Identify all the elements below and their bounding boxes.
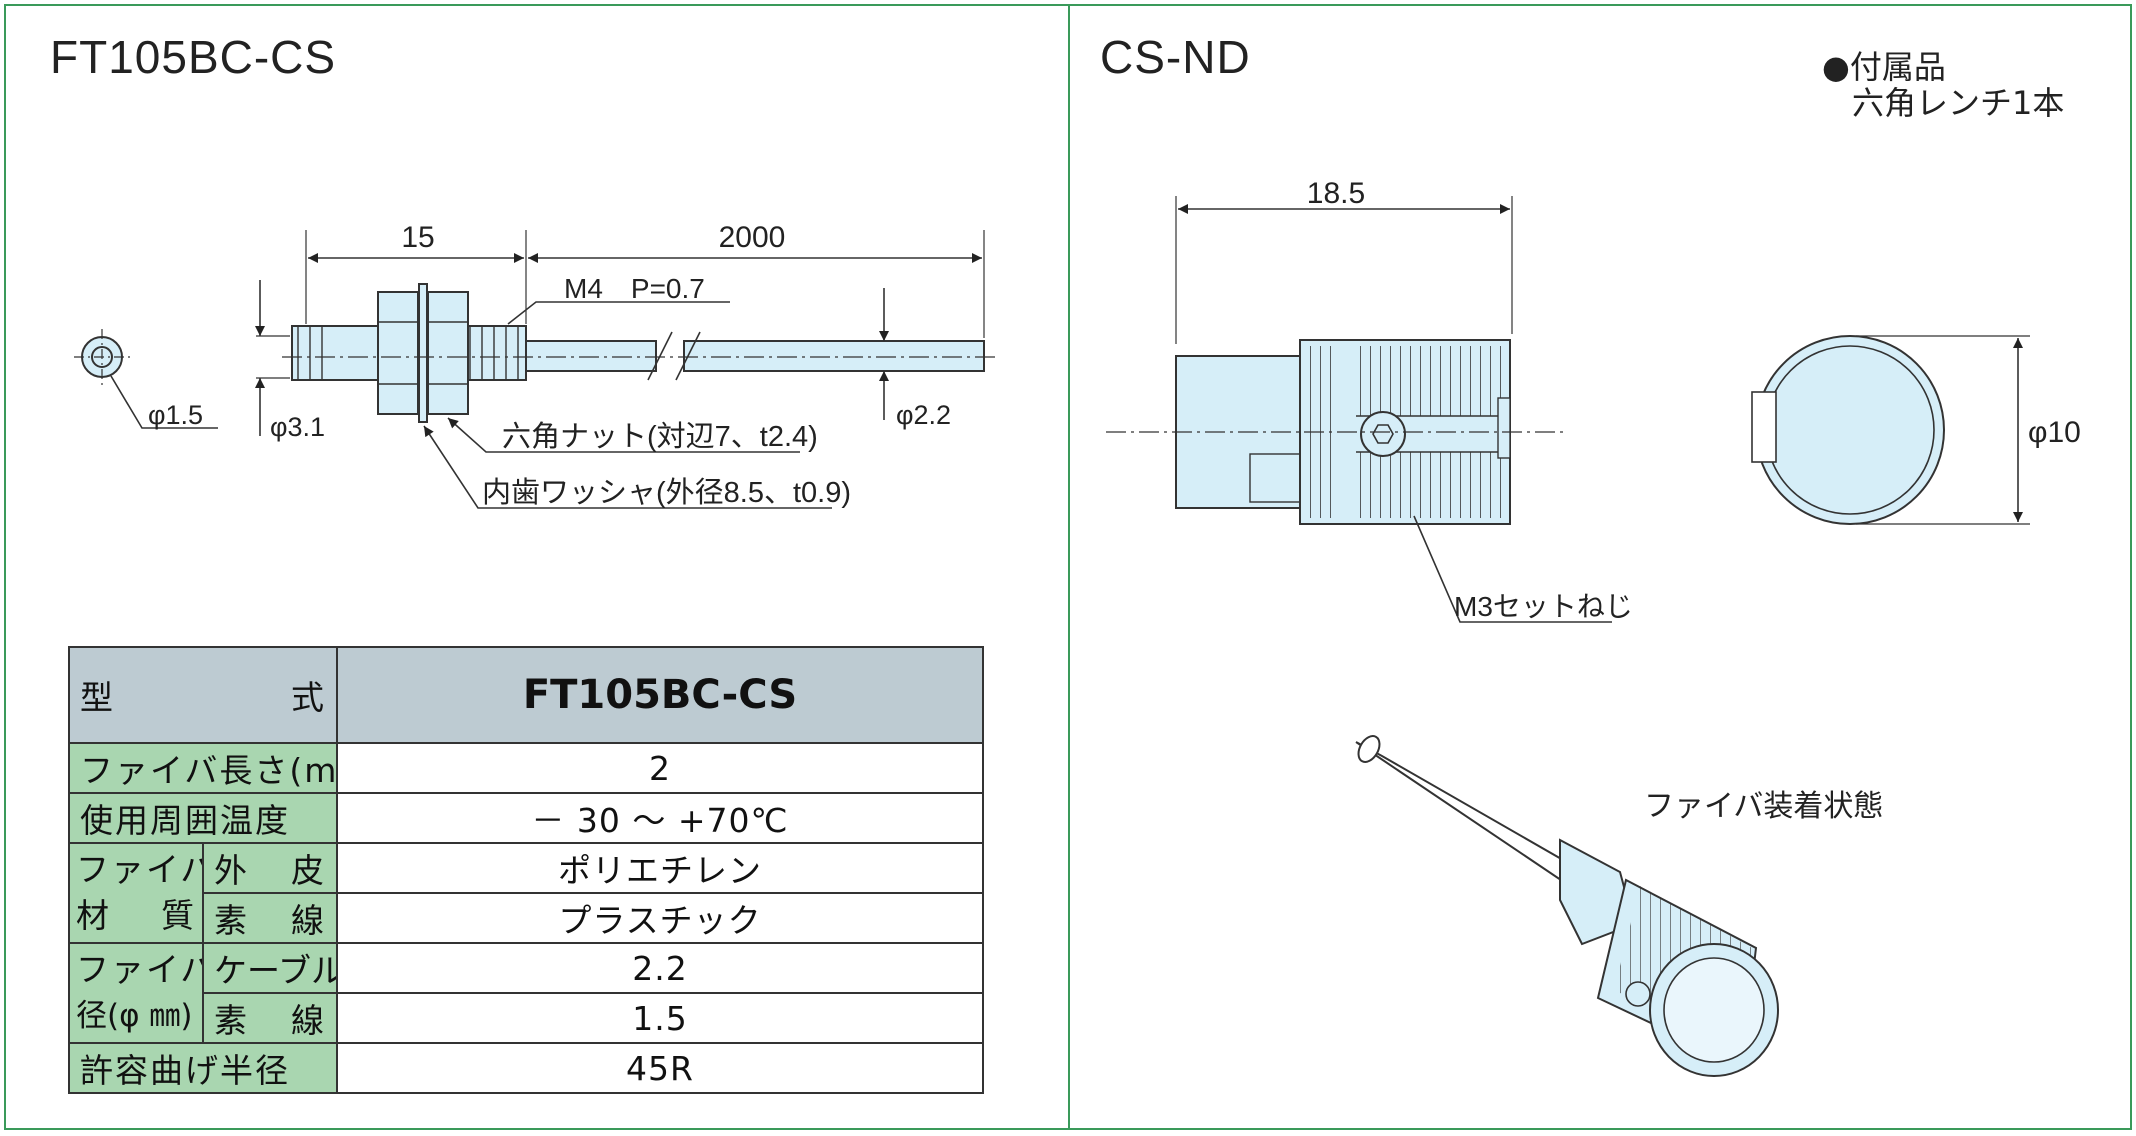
bend-radius-label: 許容曲げ半径 — [68, 1042, 338, 1094]
diameter-group-label: ファイバ 径(φ ㎜) — [68, 942, 204, 1044]
fiber-length-value: 2 — [336, 742, 984, 794]
left-panel-title: FT105BC-CS — [50, 31, 337, 83]
fiber-length-label: 2000 — [719, 221, 786, 254]
material-group-label: ファイバ 材質 — [68, 842, 204, 944]
spec-table-header: 型式 FT105BC-CS — [68, 646, 984, 744]
table-row: 許容曲げ半径 45R — [68, 1042, 984, 1094]
ft105bc-head-drawing: φ1.5 — [74, 221, 1000, 509]
hex-nut-right — [427, 291, 469, 415]
hex-socket-icon — [1372, 424, 1394, 444]
cable-diameter-value: 2.2 — [336, 942, 984, 994]
table-row: ファイバ 径(φ ㎜) ケーブル 2.2 — [68, 942, 984, 1044]
cable-diameter-label: ケーブル — [202, 942, 338, 994]
right-panel-frame — [1068, 4, 2132, 1130]
break-line-2 — [675, 331, 701, 381]
table-row: ファイバ 材質 外皮 ポリエチレン — [68, 842, 984, 944]
hex-nut-label: 六角ナット(対辺7、t2.4) — [502, 420, 818, 453]
hex-nut-left — [377, 291, 419, 415]
jacket-value: ポリエチレン — [336, 842, 984, 894]
accessory-note-line2: 六角レンチ1本 — [1852, 84, 2065, 122]
table-row: 素線 1.5 — [69, 992, 984, 1044]
cs-nd-drawing: 18.5 M3セットねじ φ10 — [1106, 177, 2081, 1077]
right-panel-title: CS-ND — [1100, 31, 1251, 83]
knob-diameter-label: φ10 — [2028, 416, 2081, 449]
fiber-diameter-label: φ2.2 — [896, 400, 951, 430]
bend-radius-value: 45R — [336, 1042, 984, 1094]
spec-table: 型式 FT105BC-CS ファイバ長さ(m) 2 使用周囲温度 － 30 ～ … — [68, 646, 984, 1094]
table-row: 素線 プラスチック — [69, 892, 984, 944]
cap-length-label: 18.5 — [1307, 177, 1365, 210]
model-header-cell: 型式 — [68, 646, 338, 744]
table-row: ファイバ長さ(m) 2 — [68, 742, 984, 794]
table-row: 使用周囲温度 － 30 ～ +70℃ — [68, 792, 984, 844]
jacket-label: 外皮 — [202, 842, 338, 894]
core-material-label: 素線 — [202, 892, 338, 944]
mounted-state-illustration — [1355, 735, 1779, 1077]
core-diameter-label: φ1.5 — [148, 400, 203, 430]
washer-label: 内歯ワッシャ(外径8.5、t0.9) — [482, 476, 851, 509]
head-length-label: 15 — [401, 221, 434, 254]
set-screw-hole — [1360, 411, 1406, 457]
model-name: FT105BC-CS — [336, 646, 984, 744]
fiber-end-view — [74, 329, 218, 429]
tooth-washer — [418, 283, 428, 423]
break-line-1 — [647, 331, 673, 381]
core-material-value: プラスチック — [336, 892, 984, 944]
accessory-note-line1: ●付属品 — [1822, 48, 1946, 86]
thread-spec-label: M4 P=0.7 — [564, 273, 705, 304]
head-diameter-label: φ3.1 — [270, 412, 325, 442]
temperature-label: 使用周囲温度 — [68, 792, 338, 844]
temperature-value: － 30 ～ +70℃ — [336, 792, 984, 844]
fiber-length-label: ファイバ長さ(m) — [68, 742, 338, 794]
set-screw-label: M3セットねじ — [1454, 591, 1633, 622]
core-diameter-label: 素線 — [202, 992, 338, 1044]
fiber-cable-segment-1 — [525, 340, 657, 372]
mounted-state-label: ファイバ装着状態 — [1644, 790, 1883, 823]
fiber-cable-segment-2 — [683, 340, 985, 372]
core-diameter-value: 1.5 — [336, 992, 984, 1044]
